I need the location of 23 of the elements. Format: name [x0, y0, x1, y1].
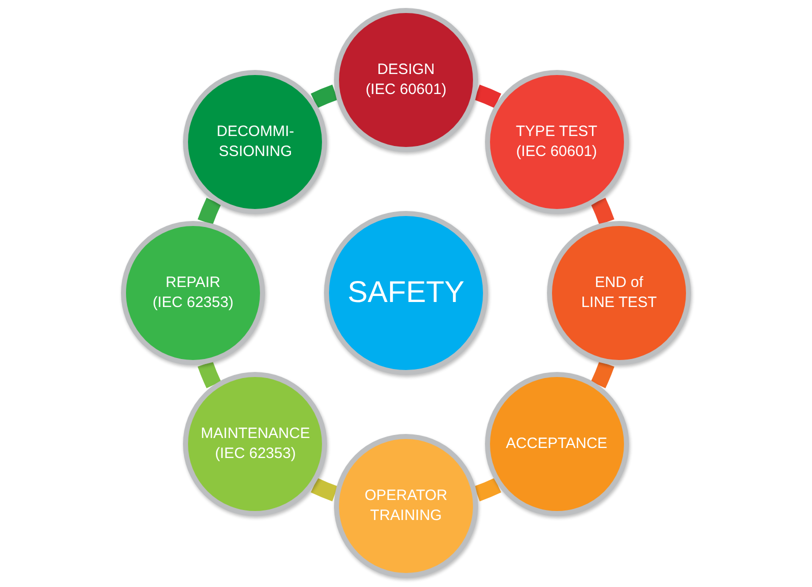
stage-label: TRAINING [370, 506, 442, 526]
center-label: SAFETY [348, 276, 464, 310]
stage-label: ACCEPTANCE [506, 434, 608, 454]
stage-label: (IEC 60601) [516, 142, 598, 162]
stage-label: (IEC 60601) [366, 80, 446, 100]
ring-segment [198, 361, 222, 388]
ring-segment [474, 478, 502, 502]
ring-segment [198, 198, 222, 225]
stage-label: SSIONING [218, 142, 292, 162]
stage-label: END of [594, 273, 644, 293]
stage-label: TYPE TEST [516, 122, 598, 142]
stage-label: LINE TEST [581, 293, 657, 313]
stage-label: DECOMMI- [216, 122, 294, 142]
stage-label: (IEC 62353) [152, 293, 234, 313]
stage-label: (IEC 62353) [214, 444, 296, 464]
stage-label: DESIGN [377, 60, 435, 80]
ring-segment [310, 478, 338, 502]
stage-label: OPERATOR [364, 486, 448, 506]
ring-segment [590, 361, 614, 388]
ring-segment [474, 84, 502, 108]
ring-segment [590, 198, 614, 225]
stage-label: REPAIR [166, 273, 220, 293]
stage-label: MAINTENANCE [200, 424, 310, 444]
